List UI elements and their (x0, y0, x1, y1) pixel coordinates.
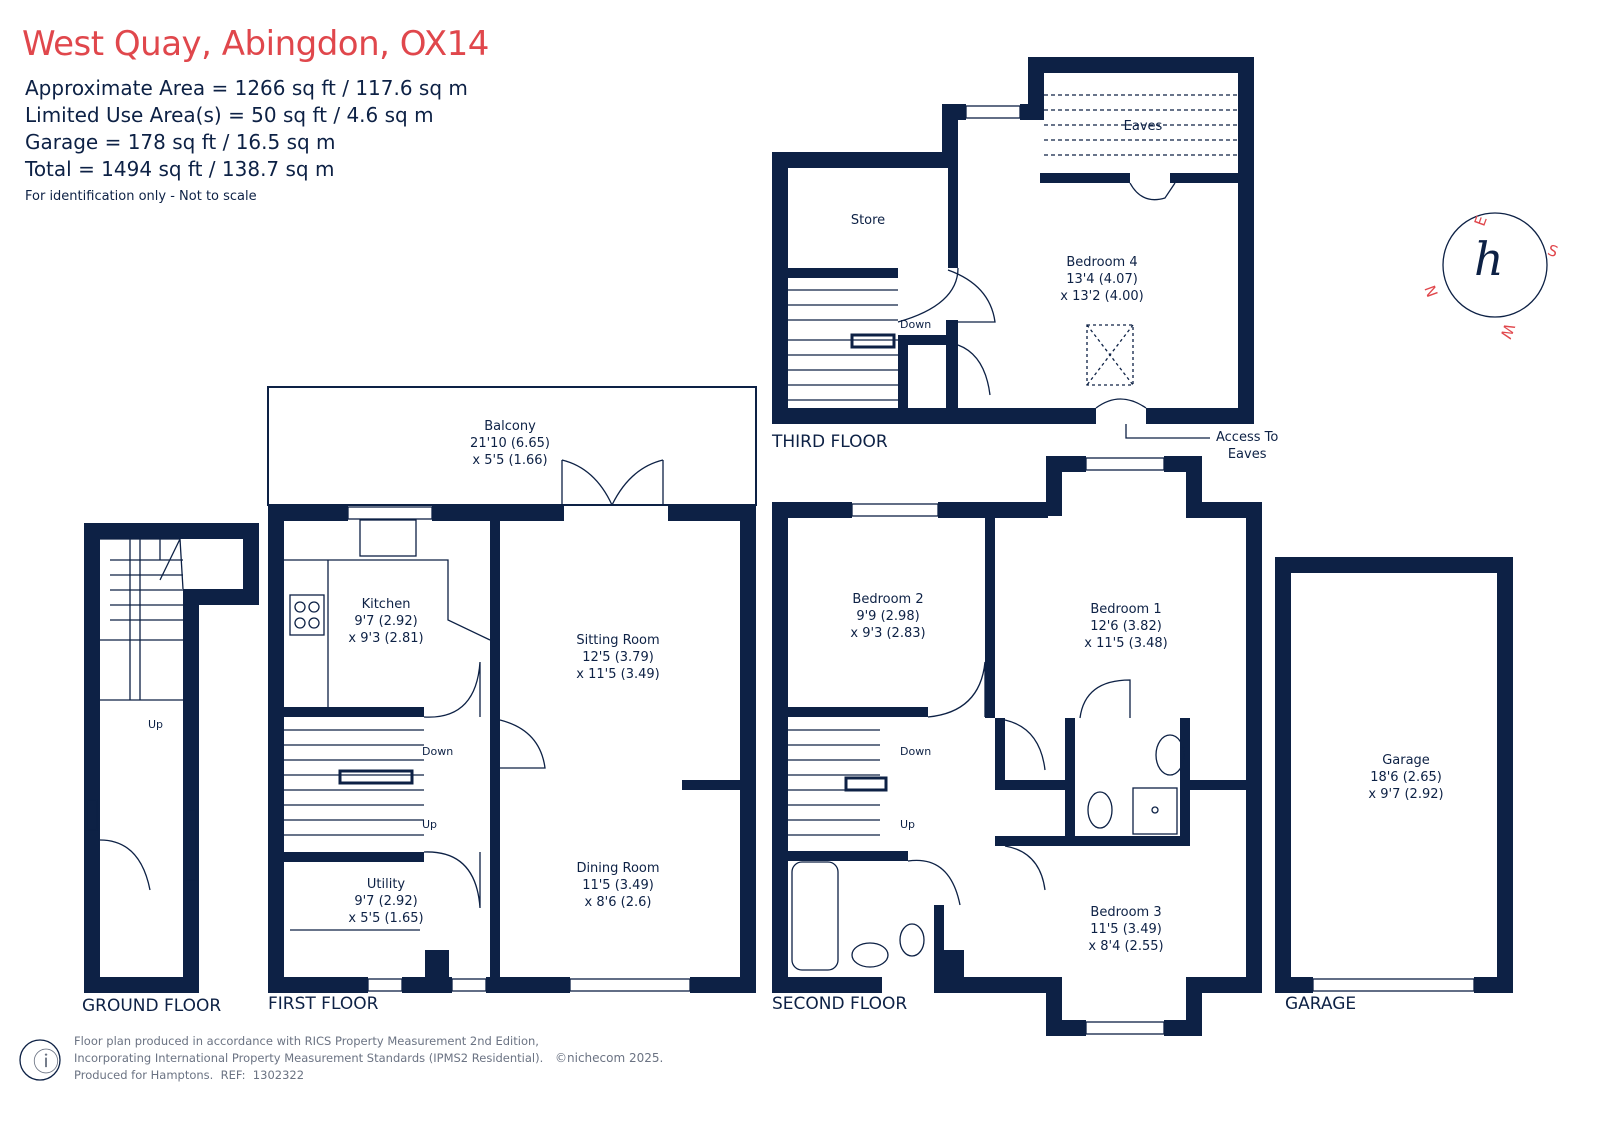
room-dim: x 8'6 (2.6) (584, 895, 652, 910)
room-bedroom-1: Bedroom 1 12'6 (3.82) x 11'5 (3.48) (1084, 601, 1167, 652)
room-dining: Dining Room 11'5 (3.49) x 8'6 (2.6) (576, 860, 659, 911)
room-kitchen: Kitchen 9'7 (2.92) x 9'3 (2.81) (348, 596, 423, 647)
stair-up-label: Up (900, 818, 916, 831)
footer-line: Floor plan produced in accordance with R… (74, 1034, 539, 1048)
room-dim: x 5'5 (1.66) (472, 453, 548, 468)
footer-note: Floor plan produced in accordance with R… (74, 1033, 543, 1084)
room-dim: 11'5 (3.49) (582, 878, 654, 893)
copyright: ©nichecom 2025. (555, 1051, 664, 1065)
room-dim: 12'5 (3.79) (582, 650, 654, 665)
room-dim: 13'4 (4.07) (1066, 272, 1138, 287)
room-dim: 9'7 (2.92) (354, 614, 418, 629)
room-dim: x 11'5 (3.48) (1084, 636, 1168, 651)
footer-line: Produced for Hamptons. REF: 1302322 (74, 1068, 305, 1082)
room-name: Bedroom 3 (1090, 905, 1162, 920)
room-name: Garage (1382, 753, 1430, 768)
access-line: Access To (1216, 430, 1279, 445)
room-dim: 11'5 (3.49) (1090, 922, 1162, 937)
room-balcony: Balcony 21'10 (6.65) x 5'5 (1.66) (470, 418, 550, 469)
stair-down-label: Down (900, 318, 932, 331)
room-dim: x 11'5 (3.49) (576, 667, 660, 682)
limited-use-area: Limited Use Area(s) = 50 sq ft / 4.6 sq … (25, 103, 434, 127)
room-bedroom-4: Bedroom 4 13'4 (4.07) x 13'2 (4.00) (1060, 254, 1143, 305)
room-dim: 12'6 (3.82) (1090, 619, 1162, 634)
stair-up-label: Up (422, 818, 438, 831)
room-sitting: Sitting Room 12'5 (3.79) x 11'5 (3.49) (576, 632, 659, 683)
room-name: Sitting Room (576, 633, 660, 648)
access-eaves-label: Access To Eaves (1216, 429, 1278, 463)
stair-down-label: Down (422, 745, 454, 758)
room-name: Bedroom 1 (1090, 602, 1162, 617)
floor-label-third: THIRD FLOOR (772, 432, 888, 452)
approx-area: Approximate Area = 1266 sq ft / 117.6 sq… (25, 76, 468, 100)
floor-label-first: FIRST FLOOR (268, 994, 379, 1014)
room-dim: 9'9 (2.98) (856, 609, 920, 624)
stair-up-label: Up (148, 718, 164, 731)
room-dim: x 5'5 (1.65) (348, 911, 424, 926)
room-name: Bedroom 4 (1066, 255, 1138, 270)
page-title: West Quay, Abingdon, OX14 (22, 24, 489, 64)
room-utility: Utility 9'7 (2.92) x 5'5 (1.65) (348, 876, 423, 927)
room-name: Utility (366, 877, 406, 892)
logo-mark: h (1474, 232, 1504, 286)
room-dim: 9'7 (2.92) (354, 894, 418, 909)
room-name: Bedroom 2 (852, 592, 924, 607)
floor-label-second: SECOND FLOOR (772, 994, 908, 1014)
stair-down-label: Down (900, 745, 932, 758)
room-dim: 21'10 (6.65) (470, 436, 550, 451)
floor-label-garage: GARAGE (1285, 994, 1357, 1014)
room-dim: x 9'3 (2.83) (850, 626, 926, 641)
room-bedroom-2: Bedroom 2 9'9 (2.98) x 9'3 (2.83) (850, 591, 925, 642)
room-name: Dining Room (576, 861, 660, 876)
room-store: Store (850, 213, 886, 228)
room-bedroom-3: Bedroom 3 11'5 (3.49) x 8'4 (2.55) (1088, 904, 1163, 955)
disclaimer: For identification only - Not to scale (25, 189, 257, 204)
room-dim: x 13'2 (4.00) (1060, 289, 1144, 304)
floor-label-ground: GROUND FLOOR (82, 996, 222, 1016)
total-area: Total = 1494 sq ft / 138.7 sq m (25, 157, 335, 181)
room-dim: x 9'3 (2.81) (348, 631, 424, 646)
room-dim: x 9'7 (2.92) (1368, 787, 1444, 802)
room-eaves: Eaves (1123, 119, 1163, 134)
info-icon: ⓘ (33, 1048, 60, 1078)
room-dim: x 8'4 (2.55) (1088, 939, 1164, 954)
access-line: Eaves (1227, 447, 1267, 462)
garage-area: Garage = 178 sq ft / 16.5 sq m (25, 130, 336, 154)
room-name: Kitchen (361, 597, 411, 612)
room-garage: Garage 18'6 (2.65) x 9'7 (2.92) (1368, 752, 1443, 803)
room-name: Balcony (484, 419, 536, 434)
room-dim: 18'6 (2.65) (1370, 770, 1442, 785)
footer-line: Incorporating International Property Mea… (74, 1051, 544, 1065)
